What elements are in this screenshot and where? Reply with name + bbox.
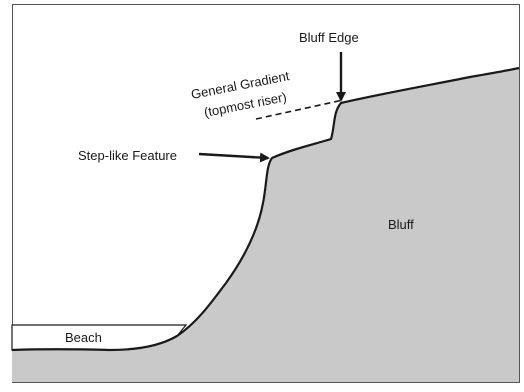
step-like-feature-label: Step-like Feature xyxy=(78,148,177,163)
bluff-label: Bluff xyxy=(388,217,414,232)
bluff-edge-label: Bluff Edge xyxy=(299,30,359,45)
general-gradient-line xyxy=(255,99,344,120)
step-like-feature-arrow xyxy=(198,152,270,163)
bluff-profile-line xyxy=(11,66,520,352)
beach-label: Beach xyxy=(65,330,102,345)
bluff-body xyxy=(12,68,519,382)
